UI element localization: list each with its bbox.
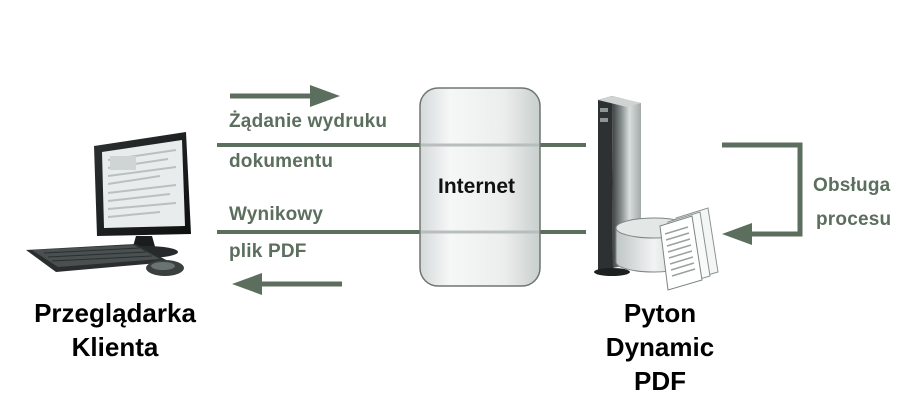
client-computer-icon (26, 132, 191, 276)
server-title-line3: PDF (634, 366, 686, 396)
process-loop-icon (722, 142, 803, 245)
client-title: Przeglądarka Klienta (20, 296, 210, 364)
process-label-line2: procesu (816, 209, 892, 230)
client-title-line2: Klienta (71, 332, 159, 362)
server-title-line2: Dynamic (605, 332, 715, 362)
request-label-line2: dokumentu (229, 151, 334, 172)
response-label-line1: Wynikowy (229, 204, 324, 225)
request-label-line1: Żądanie wydruku (229, 111, 388, 132)
internet-label: Internet (438, 175, 516, 198)
response-label-line2: plik PDF (229, 241, 307, 262)
server-title-line1: Pyton (623, 298, 697, 328)
process-label-line1: Obsługa (813, 175, 891, 196)
request-arrow-icon (230, 85, 340, 107)
server-title: Pyton Dynamic PDF (600, 296, 720, 398)
response-arrow-icon (232, 273, 342, 295)
internet-box (419, 87, 541, 287)
client-title-line1: Przeglądarka (34, 298, 196, 328)
pdf-documents-icon (659, 207, 719, 291)
